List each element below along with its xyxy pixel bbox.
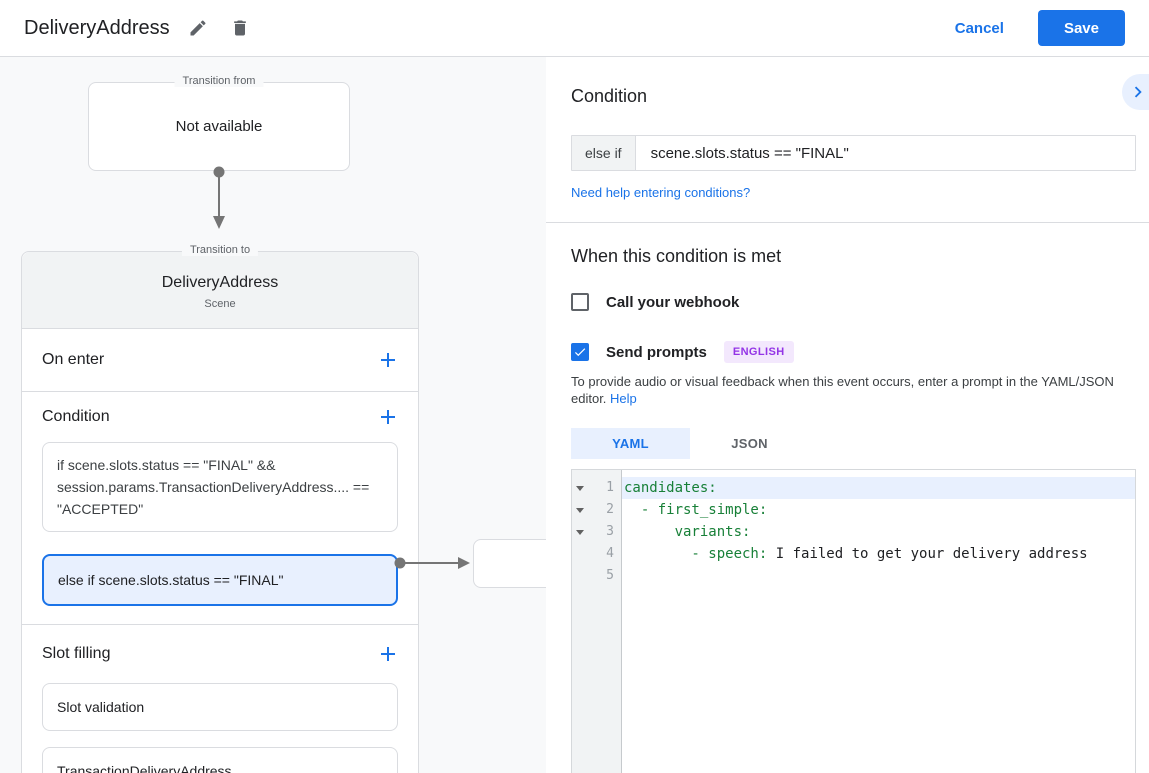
editor-format-tabs: YAML JSON: [571, 428, 1136, 459]
code-line: candidates:: [622, 477, 1135, 499]
yaml-key: candidates:: [624, 480, 717, 496]
fold-arrow-icon[interactable]: [576, 486, 584, 491]
webhook-row: Call your webhook: [571, 293, 1136, 311]
add-on-enter-button[interactable]: [378, 350, 398, 370]
gutter-line: 5: [572, 565, 621, 587]
line-number: 4: [606, 546, 614, 561]
gutter-line: 1: [572, 477, 621, 499]
call-webhook-checkbox[interactable]: [571, 293, 589, 311]
code-line: - speech: I failed to get your delivery …: [622, 543, 1135, 565]
send-prompts-label: Send prompts: [606, 343, 707, 361]
collapse-panel-button[interactable]: [1122, 74, 1149, 110]
condition-section: Condition if scene.slots.status == "FINA…: [22, 392, 418, 624]
call-webhook-label: Call your webhook: [606, 293, 740, 311]
code-line: - first_simple:: [622, 499, 1135, 521]
yaml-key: - first_simple:: [624, 502, 768, 518]
when-condition-heading: When this condition is met: [571, 246, 782, 266]
language-badge: ENGLISH: [723, 341, 794, 363]
tab-yaml[interactable]: YAML: [571, 428, 690, 459]
scene-card-subtitle: Scene: [204, 298, 236, 310]
yaml-value: I failed to get your delivery address: [767, 546, 1088, 562]
condition-expression-input[interactable]: scene.slots.status == "FINAL": [650, 144, 849, 162]
line-number: 2: [606, 502, 614, 517]
page-title: DeliveryAddress: [24, 16, 170, 39]
trash-icon: [230, 18, 250, 38]
send-prompts-row: Send prompts ENGLISH: [571, 341, 1136, 363]
editor-code-area[interactable]: candidates: - first_simple: variants: - …: [622, 470, 1135, 773]
slot-item-transaction-delivery-address[interactable]: TransactionDeliveryAddress: [42, 747, 398, 773]
tab-json[interactable]: JSON: [731, 436, 768, 451]
transition-from-legend: Transition from: [174, 75, 264, 87]
conditions-help-link[interactable]: Need help entering conditions?: [571, 185, 751, 200]
gutter-line: 4: [572, 543, 621, 565]
scene-card-header[interactable]: Transition to DeliveryAddress Scene: [22, 244, 418, 329]
section-divider: [22, 624, 418, 625]
condition-item-if[interactable]: if scene.slots.status == "FINAL" && sess…: [42, 442, 398, 532]
code-line: [622, 565, 1135, 587]
prompts-description: To provide audio or visual feedback when…: [571, 373, 1131, 407]
scene-card-title: DeliveryAddress: [161, 274, 279, 291]
condition-expression-row: else if scene.slots.status == "FINAL": [571, 135, 1136, 171]
on-enter-section: On enter: [22, 329, 418, 391]
line-number: 5: [606, 568, 614, 583]
slot-filling-label: Slot filling: [42, 645, 111, 662]
panel-condition-heading: Condition: [571, 86, 648, 106]
transition-from-content: Not available: [175, 118, 263, 135]
edit-title-button[interactable]: [184, 14, 212, 42]
transition-to-legend: Transition to: [181, 244, 259, 256]
plus-icon: [380, 409, 396, 425]
save-button[interactable]: Save: [1037, 10, 1125, 46]
condition-label: Condition: [42, 408, 110, 425]
pencil-icon: [188, 18, 208, 38]
scene-diagram-canvas: Transition from Not available Transition…: [0, 57, 546, 773]
slot-item-validation[interactable]: Slot validation: [42, 683, 398, 731]
panel-divider: [546, 222, 1149, 223]
slot-filling-section: Slot filling Slot validation Transaction…: [22, 625, 418, 773]
yaml-code-editor: 1 2 3 4 5 candidates: - first_simple: va…: [571, 469, 1136, 773]
fold-arrow-icon[interactable]: [576, 508, 584, 513]
send-prompts-checkbox[interactable]: [571, 343, 589, 361]
checkmark-icon: [573, 345, 587, 359]
condition-item-else-if[interactable]: else if scene.slots.status == "FINAL": [42, 554, 398, 606]
plus-icon: [380, 352, 396, 368]
chevron-right-icon: [1127, 81, 1149, 103]
transition-target-box[interactable]: [473, 539, 546, 588]
add-condition-button[interactable]: [378, 407, 398, 427]
top-bar: DeliveryAddress Cancel Save: [0, 0, 1149, 57]
plus-icon: [380, 646, 396, 662]
prompts-description-text: To provide audio or visual feedback when…: [571, 374, 1114, 406]
section-divider: [22, 391, 418, 392]
condition-detail-panel: Condition else if scene.slots.status == …: [546, 57, 1149, 773]
gutter-line: 3: [572, 521, 621, 543]
on-enter-label: On enter: [42, 351, 105, 368]
condition-prefix: else if: [572, 136, 636, 170]
prompts-help-link[interactable]: Help: [610, 391, 637, 406]
transition-from-box: Transition from Not available: [88, 75, 350, 171]
delete-scene-button[interactable]: [226, 14, 254, 42]
add-slot-button[interactable]: [378, 644, 398, 664]
line-number: 1: [606, 480, 614, 495]
editor-gutter: 1 2 3 4 5: [572, 470, 622, 773]
yaml-key: - speech:: [624, 546, 768, 562]
yaml-key: variants:: [624, 524, 751, 540]
gutter-line: 2: [572, 499, 621, 521]
fold-arrow-icon[interactable]: [576, 530, 584, 535]
connector-right-arrow: [394, 557, 470, 569]
code-line: variants:: [622, 521, 1135, 543]
cancel-button[interactable]: Cancel: [937, 12, 1022, 45]
line-number: 3: [606, 524, 614, 539]
connector-down-arrow: [213, 166, 225, 229]
scene-card: Transition to DeliveryAddress Scene On e…: [21, 244, 419, 773]
